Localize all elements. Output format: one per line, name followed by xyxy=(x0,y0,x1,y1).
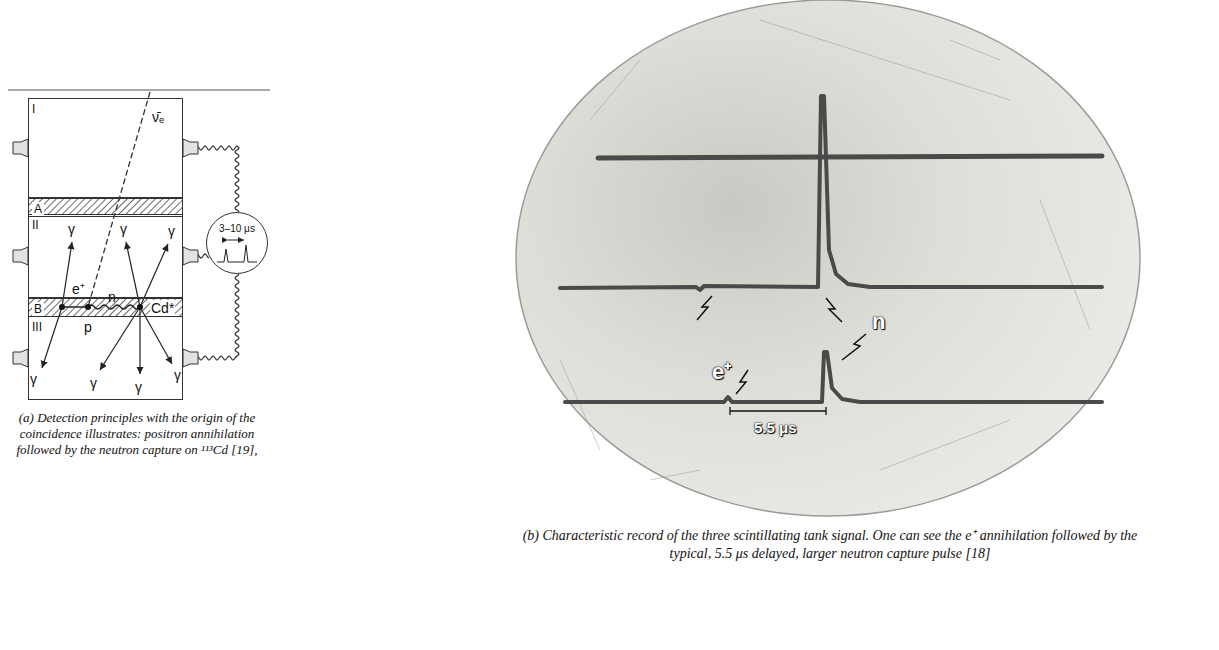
signal-cable xyxy=(183,146,239,212)
signal-cable xyxy=(183,274,239,360)
photomultiplier-tubes xyxy=(13,139,198,367)
particle-symbol: Cd* xyxy=(150,300,175,316)
time-label-holder: 5.5 μs xyxy=(754,419,797,437)
particle-symbol-holder: γ xyxy=(68,220,75,238)
signal-label: e⁺ xyxy=(712,360,731,384)
particle-symbol-holder: ν̄ₑ xyxy=(152,108,164,126)
particle-symbol: e⁺ xyxy=(72,281,85,297)
particle-symbol: n xyxy=(108,289,116,305)
particle-symbol-holder: n xyxy=(108,288,116,306)
scintillator-tank: III xyxy=(28,316,183,400)
neutron-track xyxy=(88,305,140,309)
oscilloscope-photo xyxy=(516,0,1140,516)
photo-disc xyxy=(516,0,1140,516)
figure-caption: (b) Characteristic record of the three s… xyxy=(520,527,1140,563)
leader-marks xyxy=(697,296,866,394)
signal-label-holder: e⁺ xyxy=(712,360,731,384)
figure-caption-holder: (b) Characteristic record of the three s… xyxy=(520,527,1140,563)
particle-symbol: γ xyxy=(68,221,75,237)
scintillator-tank-text: I xyxy=(32,102,35,116)
particle-symbol-holder: γ xyxy=(168,222,175,240)
signal-label-holder: n xyxy=(872,310,885,334)
particle-symbol: γ xyxy=(90,375,97,391)
particle-symbol-holder: γ xyxy=(135,378,142,396)
figure-caption: (a) Detection principles with the origin… xyxy=(4,410,270,458)
target-layer-text: B xyxy=(32,302,44,316)
cadmium-layer-hatch xyxy=(28,298,183,316)
particle-symbol-holder: γ xyxy=(120,220,127,238)
particle-symbol-holder: e⁺ xyxy=(72,280,85,298)
neutrino-track xyxy=(88,92,150,307)
coincidence-pulses xyxy=(217,240,257,262)
signal-label: n xyxy=(872,310,885,334)
particle-symbol-holder: γ xyxy=(174,366,181,384)
scintillator-tank-text: III xyxy=(32,320,42,334)
interaction-points xyxy=(59,304,143,310)
particle-symbol-holder: γ xyxy=(30,370,37,388)
particle-symbol: γ xyxy=(120,221,127,237)
coincidence-circle-text: 3–10 μs xyxy=(219,223,255,235)
particle-symbol: γ xyxy=(168,223,175,239)
time-bracket xyxy=(730,407,826,415)
particle-symbol-holder: γ xyxy=(90,374,97,392)
particle-symbol: ν̄ₑ xyxy=(152,109,164,125)
time-label: 5.5 μs xyxy=(754,419,797,436)
particle-symbol-holder: Cd* xyxy=(150,299,175,317)
particle-symbol: p xyxy=(84,319,92,335)
target-layer-text: A xyxy=(32,202,44,216)
photo-scratches xyxy=(560,20,1090,480)
panel-rule xyxy=(8,90,270,91)
cadmium-layer-hatch xyxy=(28,198,183,214)
figure-caption-holder: (a) Detection principles with the origin… xyxy=(4,410,270,458)
particle-symbol: γ xyxy=(135,379,142,395)
particle-symbol: γ xyxy=(30,371,37,387)
particle-symbol: γ xyxy=(174,367,181,383)
scope-traces xyxy=(560,96,1102,402)
particle-symbol-holder: p xyxy=(84,318,92,336)
panel-a-art xyxy=(8,90,270,374)
scintillator-tank-text: II xyxy=(32,218,39,232)
positron-track xyxy=(62,306,88,308)
coincidence-circle: 3–10 μs xyxy=(206,212,268,274)
scintillator-tank: II xyxy=(28,214,183,298)
